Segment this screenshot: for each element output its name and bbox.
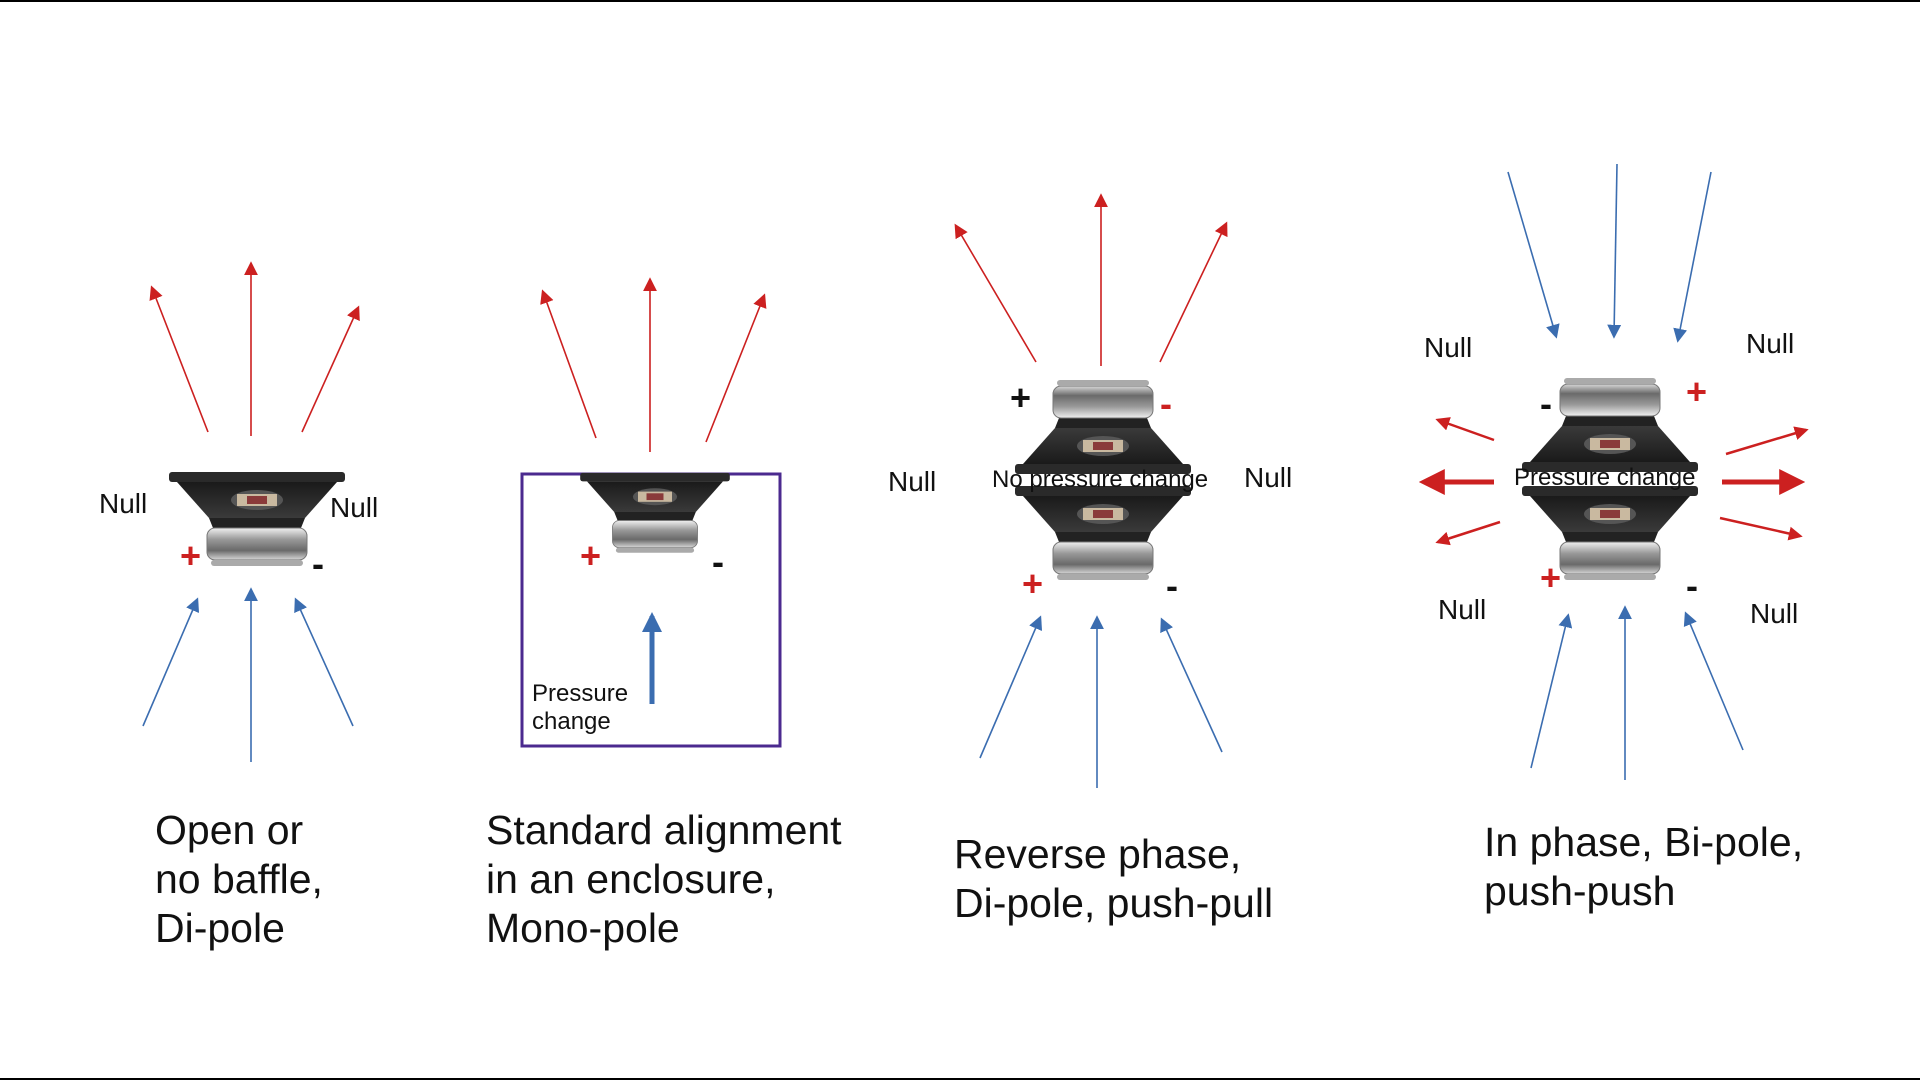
plus-sign: +: [180, 535, 202, 576]
minus-sign: -: [1540, 383, 1552, 424]
panel-open-baffle: [142, 261, 360, 762]
null-label: Null: [1244, 462, 1293, 493]
caption-open-baffle: Open or no baffle, Di-pole: [155, 807, 323, 951]
no-pressure-change-label: No pressure change: [992, 466, 1209, 493]
pressure-arrows-in: [979, 615, 1223, 788]
pressure-arrows-up: [149, 261, 360, 436]
caption-enclosure: Standard alignment in an enclosure, Mono…: [486, 807, 842, 951]
minus-sign: -: [1166, 565, 1178, 606]
null-label: Null: [1438, 594, 1487, 625]
null-label: Null: [888, 466, 937, 497]
pressure-arrows-in: [142, 587, 354, 762]
plus-sign: +: [580, 535, 602, 576]
null-label: Null: [1746, 328, 1795, 359]
pressure-arrows-out: [1418, 417, 1809, 546]
plus-sign: +: [1686, 371, 1708, 412]
caption-in-phase: In phase, Bi-pole, push-push: [1484, 819, 1804, 914]
pressure-change-label: Pressure change: [1514, 464, 1696, 491]
null-label: Null: [99, 488, 148, 519]
panel-enclosure: [520, 277, 782, 748]
pressure-arrows-in-top: [1507, 163, 1712, 343]
bottom-frame-line: [0, 1078, 1920, 1080]
caption-reverse-phase: Reverse phase, Di-pole, push-pull: [954, 831, 1274, 926]
plus-sign: +: [1010, 377, 1032, 418]
panel-in-phase: [1418, 163, 1809, 780]
null-label: Null: [1750, 598, 1799, 629]
top-frame-line: [0, 0, 1920, 2]
pressure-arrows-up: [540, 277, 767, 452]
minus-sign: -: [1160, 383, 1172, 424]
plus-sign: +: [1022, 563, 1044, 604]
minus-sign: -: [312, 543, 324, 584]
panel-reverse-phase: [954, 193, 1228, 788]
minus-sign: -: [712, 541, 724, 582]
pressure-arrows-in-bottom: [1530, 605, 1744, 780]
plus-sign: +: [1540, 557, 1562, 598]
pressure-arrows-up: [954, 193, 1228, 366]
null-label: Null: [330, 492, 379, 523]
pressure-change-label: Pressure change: [532, 680, 629, 735]
null-label: Null: [1424, 332, 1473, 363]
minus-sign: -: [1686, 565, 1698, 606]
speaker-driver-icon: [579, 472, 731, 554]
